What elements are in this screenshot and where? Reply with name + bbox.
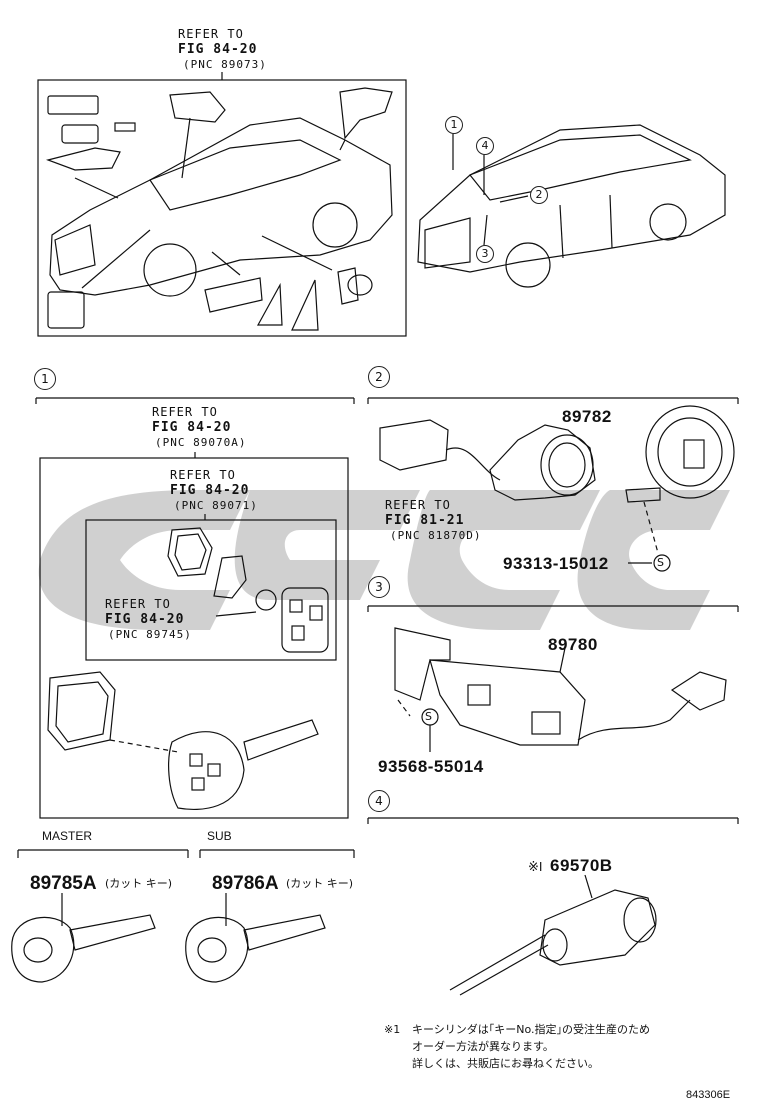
- section-2-bracket: [367, 397, 739, 404]
- callout-3: 3: [476, 245, 494, 263]
- part-69570b: 69570B: [550, 856, 613, 875]
- callout-2: 2: [530, 186, 548, 204]
- section-4-bracket: [367, 817, 739, 824]
- note-line-1: キーシリンダは｢キーNo.指定｣の受注生産のため: [412, 1023, 651, 1036]
- ref-s2-3: (PNC 81870D): [390, 529, 482, 542]
- ref-s1a-1: REFER TO: [152, 405, 218, 419]
- ref-top-3: (PNC 89073): [183, 58, 267, 71]
- part-89780: 89780: [548, 635, 598, 654]
- ref-s1c-3: (PNC 89745): [108, 628, 192, 641]
- note-line-3: 詳しくは、共販店にお尋ねください。: [412, 1057, 599, 1070]
- ref-s2-1: REFER TO: [385, 498, 451, 512]
- cut-key-label-1: (カット キー): [105, 877, 173, 890]
- section-4-label: 4: [368, 790, 390, 812]
- part-93568-55014: 93568-55014: [378, 757, 484, 776]
- ref-s1c-1: REFER TO: [105, 597, 171, 611]
- callout-leaders: [452, 134, 529, 246]
- note-line-2: オーダー方法が異なります。: [412, 1040, 554, 1053]
- part-93313-15012: 93313-15012: [503, 554, 609, 573]
- callout-1: 1: [445, 116, 463, 134]
- section-2-label: 2: [368, 366, 390, 388]
- ref-s1a-3: (PNC 89070A): [155, 436, 247, 449]
- s-mark-2: S: [425, 710, 432, 723]
- part-89786a: 89786A: [212, 873, 279, 894]
- s-mark-1: S: [657, 556, 664, 569]
- section-1-label: 1: [34, 368, 56, 390]
- screw-marker-1: [653, 554, 671, 572]
- sub-key: [185, 893, 326, 983]
- key-cylinder-69570b: [449, 874, 657, 996]
- remote-parts: [167, 527, 329, 653]
- master-label: MASTER: [42, 829, 93, 843]
- ref-s1b-2: FIG 84-20: [170, 483, 250, 498]
- note-mark-part: ※I: [528, 859, 543, 874]
- part-89785a: 89785A: [30, 873, 97, 894]
- section-1-bracket: [35, 397, 355, 819]
- transponder-amp: [379, 419, 596, 501]
- master-key: [11, 893, 156, 983]
- key-remote: [47, 671, 319, 810]
- ref-s1b-1: REFER TO: [170, 468, 236, 482]
- car-overview-right: [417, 124, 726, 288]
- section-3-label: 3: [368, 576, 390, 598]
- part-icons-left: [45, 87, 393, 331]
- watermark-logo: [38, 490, 730, 630]
- section-3-bracket: [367, 605, 739, 612]
- ref-top-1: REFER TO: [178, 27, 244, 41]
- note-mark: ※1: [384, 1023, 401, 1036]
- ref-s1b-3: (PNC 89071): [174, 499, 258, 512]
- car-overview-left: [49, 117, 393, 297]
- ref-s1a-2: FIG 84-20: [152, 420, 232, 435]
- coil-ring-89782: [625, 405, 735, 564]
- sub-label: SUB: [207, 829, 232, 843]
- figure-code: 843306E: [686, 1089, 731, 1101]
- master-sub-brackets: [17, 849, 355, 858]
- ecu-89780: [394, 627, 727, 746]
- ref-top-2: FIG 84-20: [178, 42, 258, 57]
- pointer-arrows-left: [74, 117, 346, 289]
- ref-s2-2: FIG 81-21: [385, 513, 465, 528]
- cut-key-label-2: (カット キー): [286, 877, 354, 890]
- callout-4: 4: [476, 137, 494, 155]
- ref-s1c-2: FIG 84-20: [105, 612, 185, 627]
- part-89782: 89782: [562, 407, 612, 426]
